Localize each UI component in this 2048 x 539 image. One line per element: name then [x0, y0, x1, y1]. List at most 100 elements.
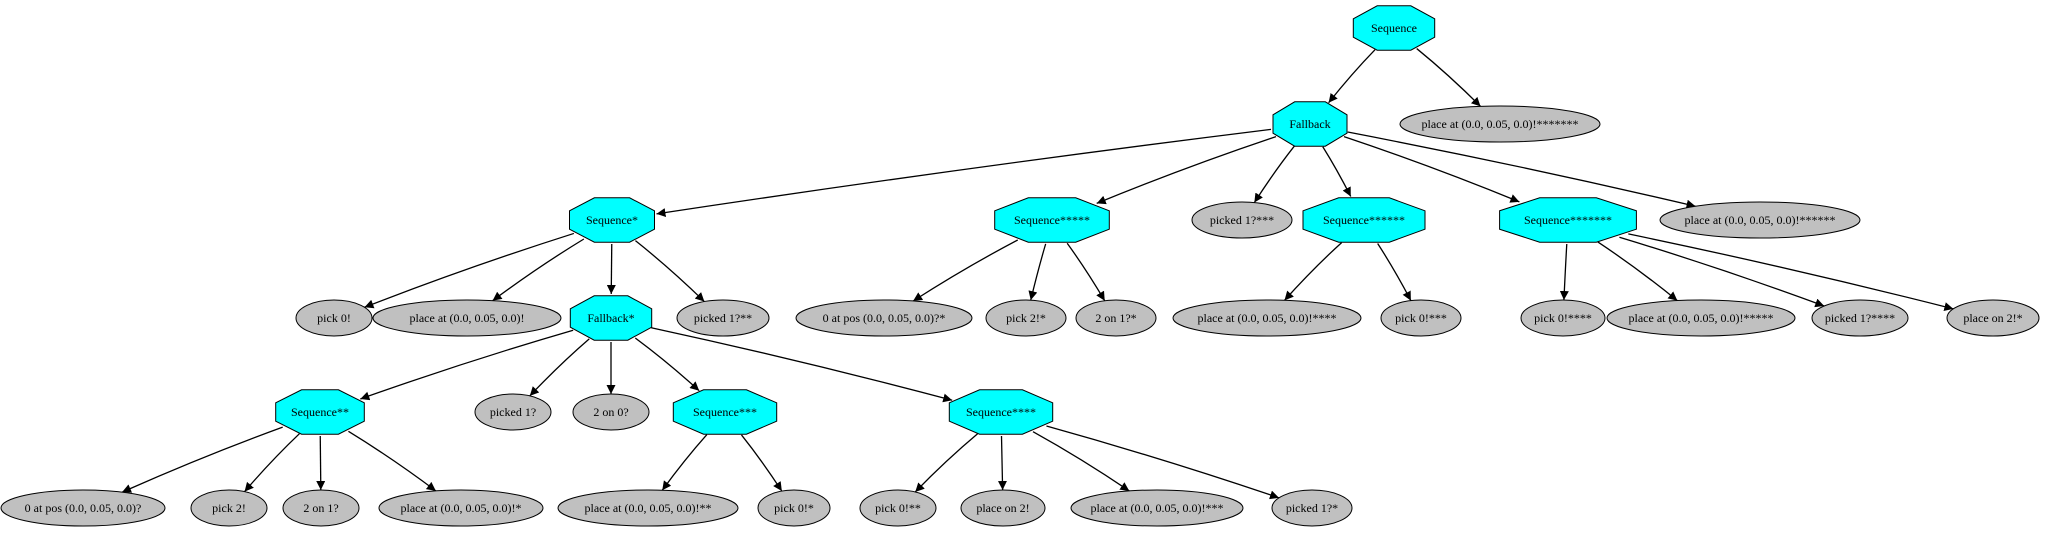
node-label: place at (0.0, 0.05, 0.0)!***** — [1629, 311, 1774, 325]
node-label: 2 on 1? — [303, 501, 338, 515]
edge-n5-to-n14 — [912, 239, 1019, 302]
edge-n2-to-n5 — [1096, 136, 1277, 205]
action-node-picked-1: picked 1?** — [676, 299, 770, 337]
control-node-sequence: Sequence******* — [1499, 197, 1637, 243]
node-label: place at (0.0, 0.05, 0.0)!* — [401, 501, 522, 515]
node-label: place at (0.0, 0.05, 0.0)! — [410, 311, 525, 325]
action-node-picked-1: picked 1?* — [1271, 489, 1353, 527]
ellipse-shape — [960, 489, 1046, 527]
edge-n8-to-n22 — [1628, 233, 1954, 312]
node-label: Fallback — [1289, 117, 1330, 131]
edge-n12-to-n26 — [634, 337, 700, 392]
edge-n4-to-n10 — [364, 232, 575, 309]
node-label: pick 0!*** — [1395, 311, 1447, 325]
ellipse-shape — [795, 299, 973, 337]
octagon-shape — [1352, 5, 1436, 51]
edge-n23-to-n29 — [244, 433, 300, 493]
ellipse-shape — [474, 393, 552, 431]
node-label: Sequence*** — [693, 405, 757, 419]
ellipse-shape — [985, 299, 1067, 337]
action-node-0-at-pos-0-0-0-05-0-0: 0 at pos (0.0, 0.05, 0.0)?* — [795, 299, 973, 337]
edge-n12-to-n23 — [360, 329, 574, 401]
action-node-place-at-0-0-0-05-0-0: place at (0.0, 0.05, 0.0)!**** — [1172, 299, 1362, 337]
ellipse-shape — [1070, 489, 1244, 527]
octagon-shape — [994, 197, 1110, 243]
node-label: Fallback* — [587, 311, 634, 325]
edge-n12-to-n27 — [651, 327, 953, 403]
action-node-pick-0: pick 0!* — [757, 489, 831, 527]
control-node-fallback: Fallback* — [569, 295, 653, 341]
node-label: pick 0!** — [875, 501, 921, 515]
edge-n12-to-n24 — [529, 338, 590, 397]
ellipse-shape — [1380, 299, 1462, 337]
action-node-place-at-0-0-0-05-0-0: place at (0.0, 0.05, 0.0)!*** — [1070, 489, 1244, 527]
action-node-pick-0: pick 0!**** — [1520, 299, 1606, 337]
ellipse-shape — [1172, 299, 1362, 337]
control-node-sequence: Sequence****** — [1302, 197, 1426, 243]
ellipse-shape — [372, 299, 562, 337]
node-label: place at (0.0, 0.05, 0.0)!****** — [1685, 213, 1836, 227]
edge-n5-to-n15 — [1028, 243, 1047, 301]
node-label: pick 0!**** — [1534, 311, 1592, 325]
node-label: pick 2! — [212, 501, 246, 515]
ellipse-shape — [0, 489, 166, 527]
ellipse-shape — [1191, 201, 1293, 239]
node-label: picked 1? — [490, 405, 536, 419]
ellipse-shape — [1271, 489, 1353, 527]
action-node-pick-2: pick 2! — [190, 489, 268, 527]
control-node-sequence: Sequence** — [275, 389, 365, 435]
node-label: Sequence* — [586, 213, 638, 227]
node-label: 0 at pos (0.0, 0.05, 0.0)? — [25, 501, 142, 515]
ellipse-shape — [859, 489, 937, 527]
node-label: Sequence****** — [1323, 213, 1405, 227]
edge-n4-to-n11 — [492, 238, 585, 302]
action-node-0-at-pos-0-0-0-05-0-0: 0 at pos (0.0, 0.05, 0.0)? — [0, 489, 166, 527]
edge-n1-to-n3 — [1416, 48, 1481, 107]
octagon-shape — [569, 197, 655, 243]
ellipse-shape — [1606, 299, 1796, 337]
action-node-place-at-0-0-0-05-0-0: place at (0.0, 0.05, 0.0)!** — [557, 489, 739, 527]
edge-n27-to-n36 — [1032, 431, 1130, 492]
edge-n23-to-n31 — [348, 430, 437, 492]
octagon-shape — [672, 389, 778, 435]
ellipse-shape — [676, 299, 770, 337]
octagon-shape — [275, 389, 365, 435]
node-label: Sequence******* — [1524, 213, 1612, 227]
edge-n23-to-n30 — [316, 435, 326, 491]
action-node-place-on-2: place on 2! — [960, 489, 1046, 527]
action-node-2-on-1: 2 on 1? — [282, 489, 360, 527]
edge-n2-to-n9 — [1347, 131, 1696, 209]
node-label: 0 at pos (0.0, 0.05, 0.0)?* — [823, 311, 946, 325]
action-node-place-at-0-0-0-05-0-0: place at (0.0, 0.05, 0.0)!****** — [1659, 201, 1861, 239]
ellipse-shape — [757, 489, 831, 527]
action-node-pick-2: pick 2!* — [985, 299, 1067, 337]
action-node-2-on-0: 2 on 0? — [572, 393, 650, 431]
octagon-shape — [1302, 197, 1426, 243]
edge-n2-to-n4 — [656, 128, 1272, 217]
control-node-sequence: Sequence* — [569, 197, 655, 243]
node-label: picked 1?*** — [1210, 213, 1274, 227]
ellipse-shape — [1075, 299, 1157, 337]
node-label: 2 on 1?* — [1095, 311, 1136, 325]
node-label: pick 0!* — [774, 501, 814, 515]
edge-n26-to-n32 — [661, 434, 708, 491]
edge-n23-to-n28 — [121, 426, 283, 493]
action-node-place-at-0-0-0-05-0-0: place at (0.0, 0.05, 0.0)!******* — [1399, 105, 1601, 143]
node-label: Sequence**** — [966, 405, 1036, 419]
node-label: place on 2!* — [1963, 311, 2022, 325]
control-node-sequence: Sequence***** — [994, 197, 1110, 243]
edge-n4-to-n12 — [606, 243, 616, 295]
edge-n26-to-n33 — [740, 434, 783, 492]
action-node-pick-0: pick 0!*** — [1380, 299, 1462, 337]
node-label: picked 1?**** — [1825, 311, 1895, 325]
ellipse-shape — [378, 489, 544, 527]
node-label: picked 1?** — [694, 311, 752, 325]
ellipse-shape — [295, 299, 373, 337]
octagon-shape — [1272, 101, 1348, 147]
octagon-shape — [1499, 197, 1637, 243]
edge-n2-to-n8 — [1343, 136, 1520, 203]
edge-n2-to-n6 — [1253, 145, 1295, 203]
ellipse-shape — [1811, 299, 1909, 337]
control-node-sequence: Sequence**** — [948, 389, 1054, 435]
